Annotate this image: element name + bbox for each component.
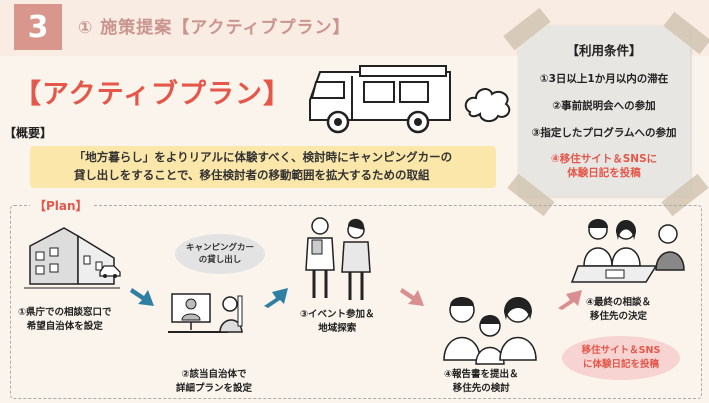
- arrow-down-right-icon: [400, 288, 424, 306]
- plan-step-line: ③イベント参加＆: [300, 309, 375, 320]
- main-title: 【アクティブプラン】: [14, 79, 292, 110]
- final-consultation-meeting-icon: [570, 219, 685, 283]
- overview-label: 【概要】: [4, 126, 53, 140]
- plan-step-3: ③イベント参加＆ 地域探索: [300, 308, 375, 336]
- condition-item: ②事前説明会への参加: [552, 100, 656, 112]
- camper-rental-bubble: キャンピングカー の貸し出し: [175, 234, 265, 274]
- condition-item: ③指定したプログラムへの参加: [531, 127, 677, 139]
- camper-van-icon: [309, 65, 451, 134]
- arrow-down-right-icon: [130, 288, 154, 306]
- section-number-badge: 3: [14, 4, 62, 50]
- arrow-up-right-icon: [264, 288, 288, 308]
- plan-step-line: 移住先の決定: [590, 310, 648, 322]
- plan-step-line: 希望自治体を設定: [26, 320, 103, 332]
- plan-step-2: ②該当自治体で 詳細プランを設定: [176, 368, 252, 396]
- arrow-up-right-icon: [558, 290, 582, 310]
- sns-diary-bubble: 移住サイト＆SNS に体験日記を投稿: [562, 336, 680, 380]
- plan-step-line: 地域探索: [318, 322, 357, 334]
- plan-frame: [10, 205, 702, 399]
- conditions-note: 【利用条件】 ①3日以上1か月以内の滞在 ②事前説明会への参加 ③指定したプログ…: [518, 26, 690, 196]
- online-consultation-desk-icon: [168, 293, 243, 333]
- condition-highlight-line: ④移住サイト＆SNSに: [550, 153, 658, 165]
- condition-highlight-line: 体験日記を投稿: [567, 167, 641, 180]
- conditions-title: 【利用条件】: [566, 43, 642, 58]
- overview-line: 「地方暮らし」をよりリアルに体験すべく、検討時にキャンピングカーの: [73, 150, 453, 165]
- plan-step-4: ④報告書を提出＆ 移住先の検討: [444, 368, 519, 396]
- plan-step-line: 移住先の検討: [452, 382, 510, 394]
- exhaust-smoke-icon: [464, 88, 511, 122]
- prefectural-office-building-icon: [24, 227, 120, 289]
- bubble-line: に体験日記を投稿: [582, 359, 659, 370]
- family-thinking-icon: [443, 297, 537, 365]
- car-icon: [99, 265, 121, 278]
- event-participants-icon: [305, 217, 371, 300]
- bubble-line: の貸し出し: [198, 255, 242, 265]
- condition-item: ①3日以上1か月以内の滞在: [539, 73, 669, 85]
- overview-box: 「地方暮らし」をよりリアルに体験すべく、検討時にキャンピングカーの 貸し出しをす…: [30, 146, 496, 188]
- bubble-line: 移住サイト＆SNS: [581, 345, 661, 357]
- plan-step-line: 詳細プランを設定: [176, 382, 253, 394]
- plan-step-line: ②該当自治体で: [181, 369, 247, 380]
- plan-step-line: ④報告書を提出＆: [444, 369, 519, 380]
- section-title: ① 施策提案【アクティブプラン】: [78, 18, 351, 38]
- plan-step-1: ①県庁での相談窓口で 希望自治体を設定: [18, 306, 112, 334]
- plan-step-line: ④最終の相談＆: [586, 297, 652, 308]
- overview-line: 貸し出しをすることで、移住検討者の移動範囲を拡大するための取組: [73, 168, 430, 182]
- plan-step-5: ④最終の相談＆ 移住先の決定: [586, 296, 651, 324]
- plan-label: 【Plan】: [30, 197, 92, 214]
- condition-highlight: ④移住サイト＆SNSに 体験日記を投稿: [518, 152, 690, 180]
- bubble-line: キャンピングカー: [185, 242, 254, 253]
- plan-step-line: ①県庁での相談窓口で: [18, 307, 112, 318]
